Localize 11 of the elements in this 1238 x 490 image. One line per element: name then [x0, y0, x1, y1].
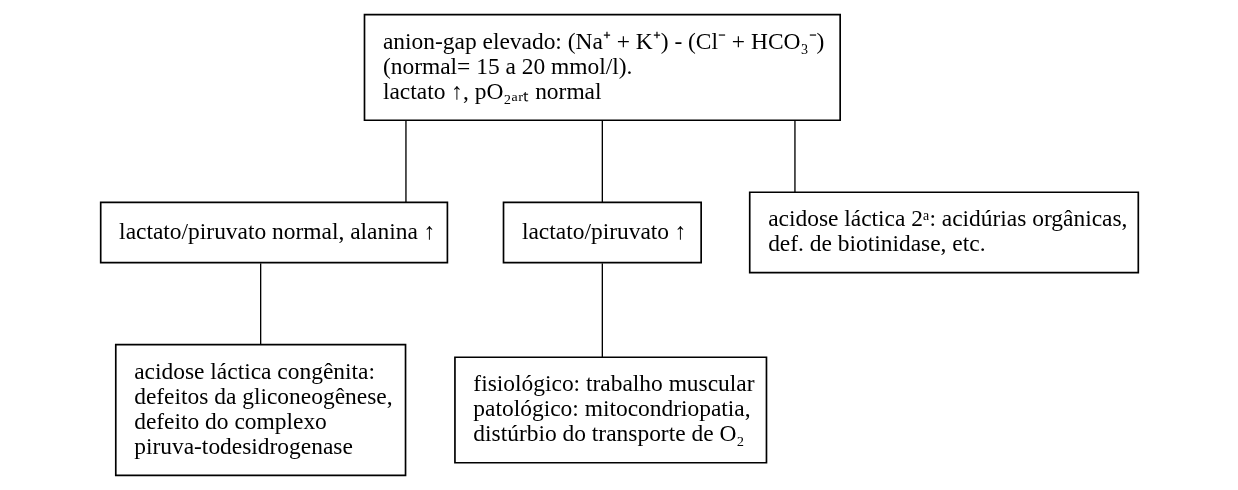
node-box: acidose láctica congênita: defeitos da gliconeogênese, defeito do complexo piruva-todesidrogenase: [114, 343, 406, 477]
node-box: anion-gap elevado: (Na⁺ + K⁺) - (Cl⁻ + HCO₃⁻) (normal= 15 a 20 mmol/l). lactato ↑, pO₂ₐᵣₜ normal: [363, 13, 841, 122]
node-box: lactato/piruvato ↑: [502, 201, 702, 264]
connector: [601, 262, 603, 358]
connector: [259, 262, 261, 345]
connector: [793, 119, 796, 193]
connector: [601, 119, 603, 203]
node-box: fisiológico: trabalho muscular patológico: mitocondriopatia, distúrbio do transporte de O₂: [453, 356, 767, 464]
connector: [404, 119, 407, 203]
node-box: lactato/piruvato normal, alanina ↑: [99, 201, 448, 264]
node-box: acidose láctica 2ᵃ: acidúrias orgânicas, def. de biotinidase, etc.: [748, 191, 1139, 274]
